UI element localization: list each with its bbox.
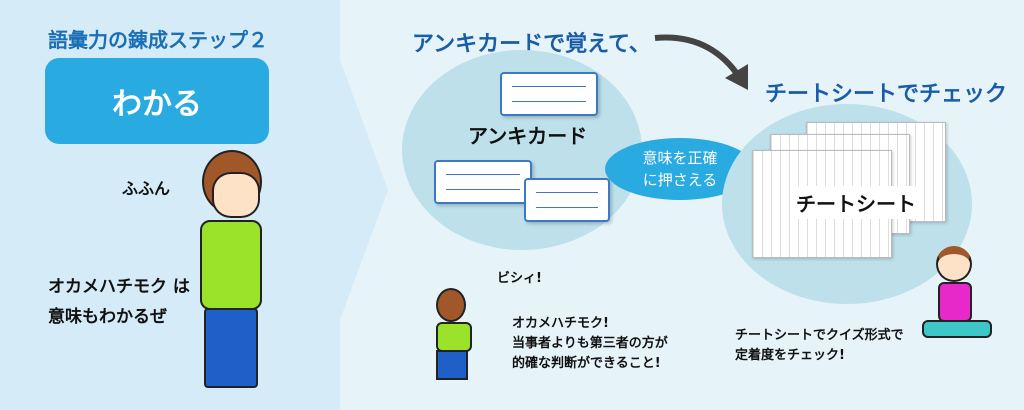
panel-arrow bbox=[340, 60, 388, 320]
girl-illustration bbox=[918, 240, 998, 370]
speech-text: ふふん bbox=[122, 179, 171, 198]
left-caption: オカメハチモク は 意味もわかるぜ bbox=[48, 277, 190, 327]
anki-card bbox=[434, 160, 532, 204]
anki-label: アンキカード bbox=[468, 124, 588, 148]
anki-card bbox=[524, 178, 610, 222]
pointing-boy-illustration bbox=[430, 288, 500, 388]
level-label-box: わかる bbox=[45, 58, 269, 144]
curved-arrow-icon bbox=[654, 34, 748, 90]
cheat-label: チートシート bbox=[790, 186, 922, 219]
explain-text: オカメハチモク! 当事者よりも第三者の方が 的確な判断ができること! bbox=[512, 316, 668, 371]
step-title: 語彙力の錬成ステップ２ bbox=[48, 28, 268, 52]
anki-card bbox=[500, 72, 598, 116]
pointing-sfx: ビシィ! bbox=[497, 271, 542, 286]
heading-cheat: チートシートでチェック bbox=[765, 82, 1008, 107]
quiz-text: チートシートでクイズ形式で 定着度をチェック! bbox=[735, 328, 904, 363]
boy-illustration bbox=[190, 150, 280, 390]
